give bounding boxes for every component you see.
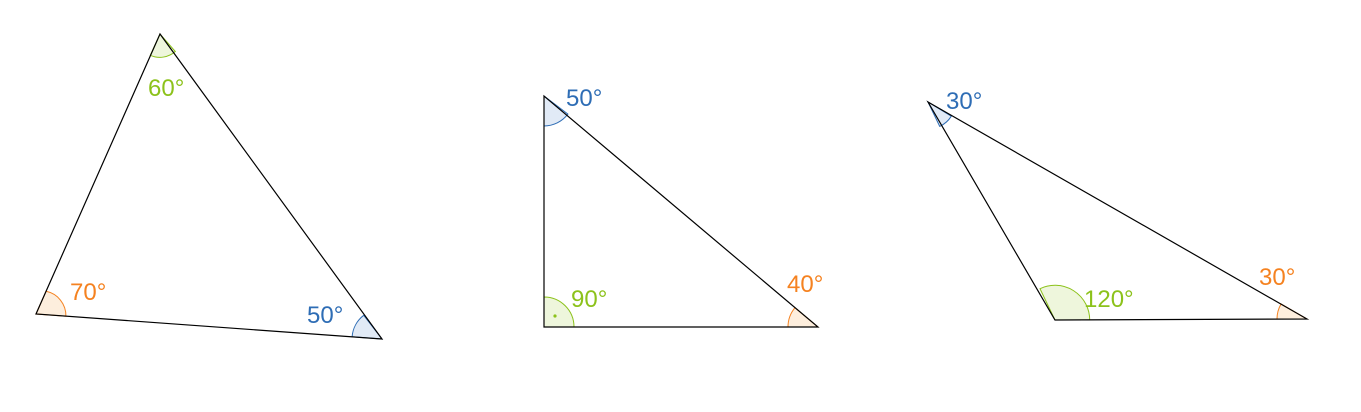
right-triangle: 50° 90° 40° — [543, 85, 823, 328]
obtuse-angle-top-arc — [926, 100, 952, 128]
right-angle-bottom-arc — [543, 296, 575, 328]
right-triangle-edges — [543, 94, 820, 328]
right-angle-right-label: 40° — [787, 271, 823, 298]
obtuse-angle-top-label: 30° — [946, 88, 982, 115]
acute-angle-top-label: 60° — [148, 75, 184, 102]
right-angle-bottom-label: 90° — [571, 286, 607, 313]
right-angle-dot — [553, 314, 557, 318]
acute-angle-right-label: 50° — [307, 302, 343, 329]
obtuse-angle-right-label: 30° — [1259, 264, 1295, 291]
right-angle-right-arc — [787, 306, 820, 328]
acute-triangle: 60° 70° 50° — [35, 32, 384, 340]
right-angle-top-arc — [543, 94, 569, 127]
obtuse-triangle-edges — [926, 100, 1310, 321]
right-angle-top-label: 50° — [566, 85, 602, 112]
acute-angle-left-label: 70° — [70, 279, 106, 306]
obtuse-angle-bottom-arc — [1039, 284, 1091, 321]
obtuse-angle-bottom-label: 120° — [1084, 286, 1134, 313]
acute-triangle-edges — [35, 32, 384, 340]
obtuse-triangle: 30° 120° 30° — [926, 88, 1310, 321]
